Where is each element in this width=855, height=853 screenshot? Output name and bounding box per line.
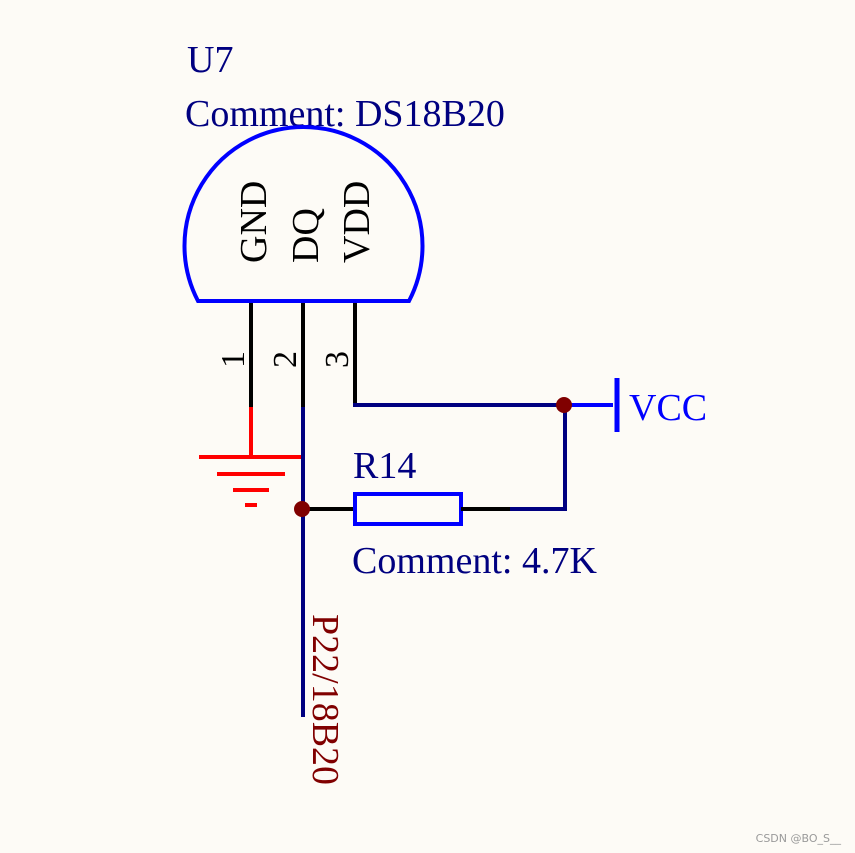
pin-name-vdd: VDD — [336, 181, 378, 263]
pin-name-dq: DQ — [285, 208, 327, 263]
pullup-wire[interactable] — [510, 405, 567, 511]
pin-name-gnd: GND — [233, 181, 275, 263]
vcc-label: VCC — [629, 387, 707, 429]
sensor-body[interactable] — [182, 124, 425, 303]
ground-icon[interactable] — [199, 455, 303, 507]
net-label-p22: P22/18B20 — [304, 614, 346, 785]
resistor-body[interactable] — [353, 492, 463, 526]
pin-number-1: 1 — [215, 351, 252, 368]
resistor-designator: R14 — [353, 445, 416, 487]
pin-number-3: 3 — [319, 351, 356, 368]
watermark: CSDN @BO_S__ — [756, 832, 842, 845]
pin-number-2: 2 — [267, 351, 304, 368]
junction-dq — [294, 501, 310, 517]
component-comment: Comment: DS18B20 — [185, 93, 505, 135]
vdd-wire[interactable] — [353, 403, 613, 407]
junction-vcc — [556, 397, 572, 413]
component-designator: U7 — [187, 39, 233, 81]
resistor-comment: Comment: 4.7K — [352, 540, 597, 582]
